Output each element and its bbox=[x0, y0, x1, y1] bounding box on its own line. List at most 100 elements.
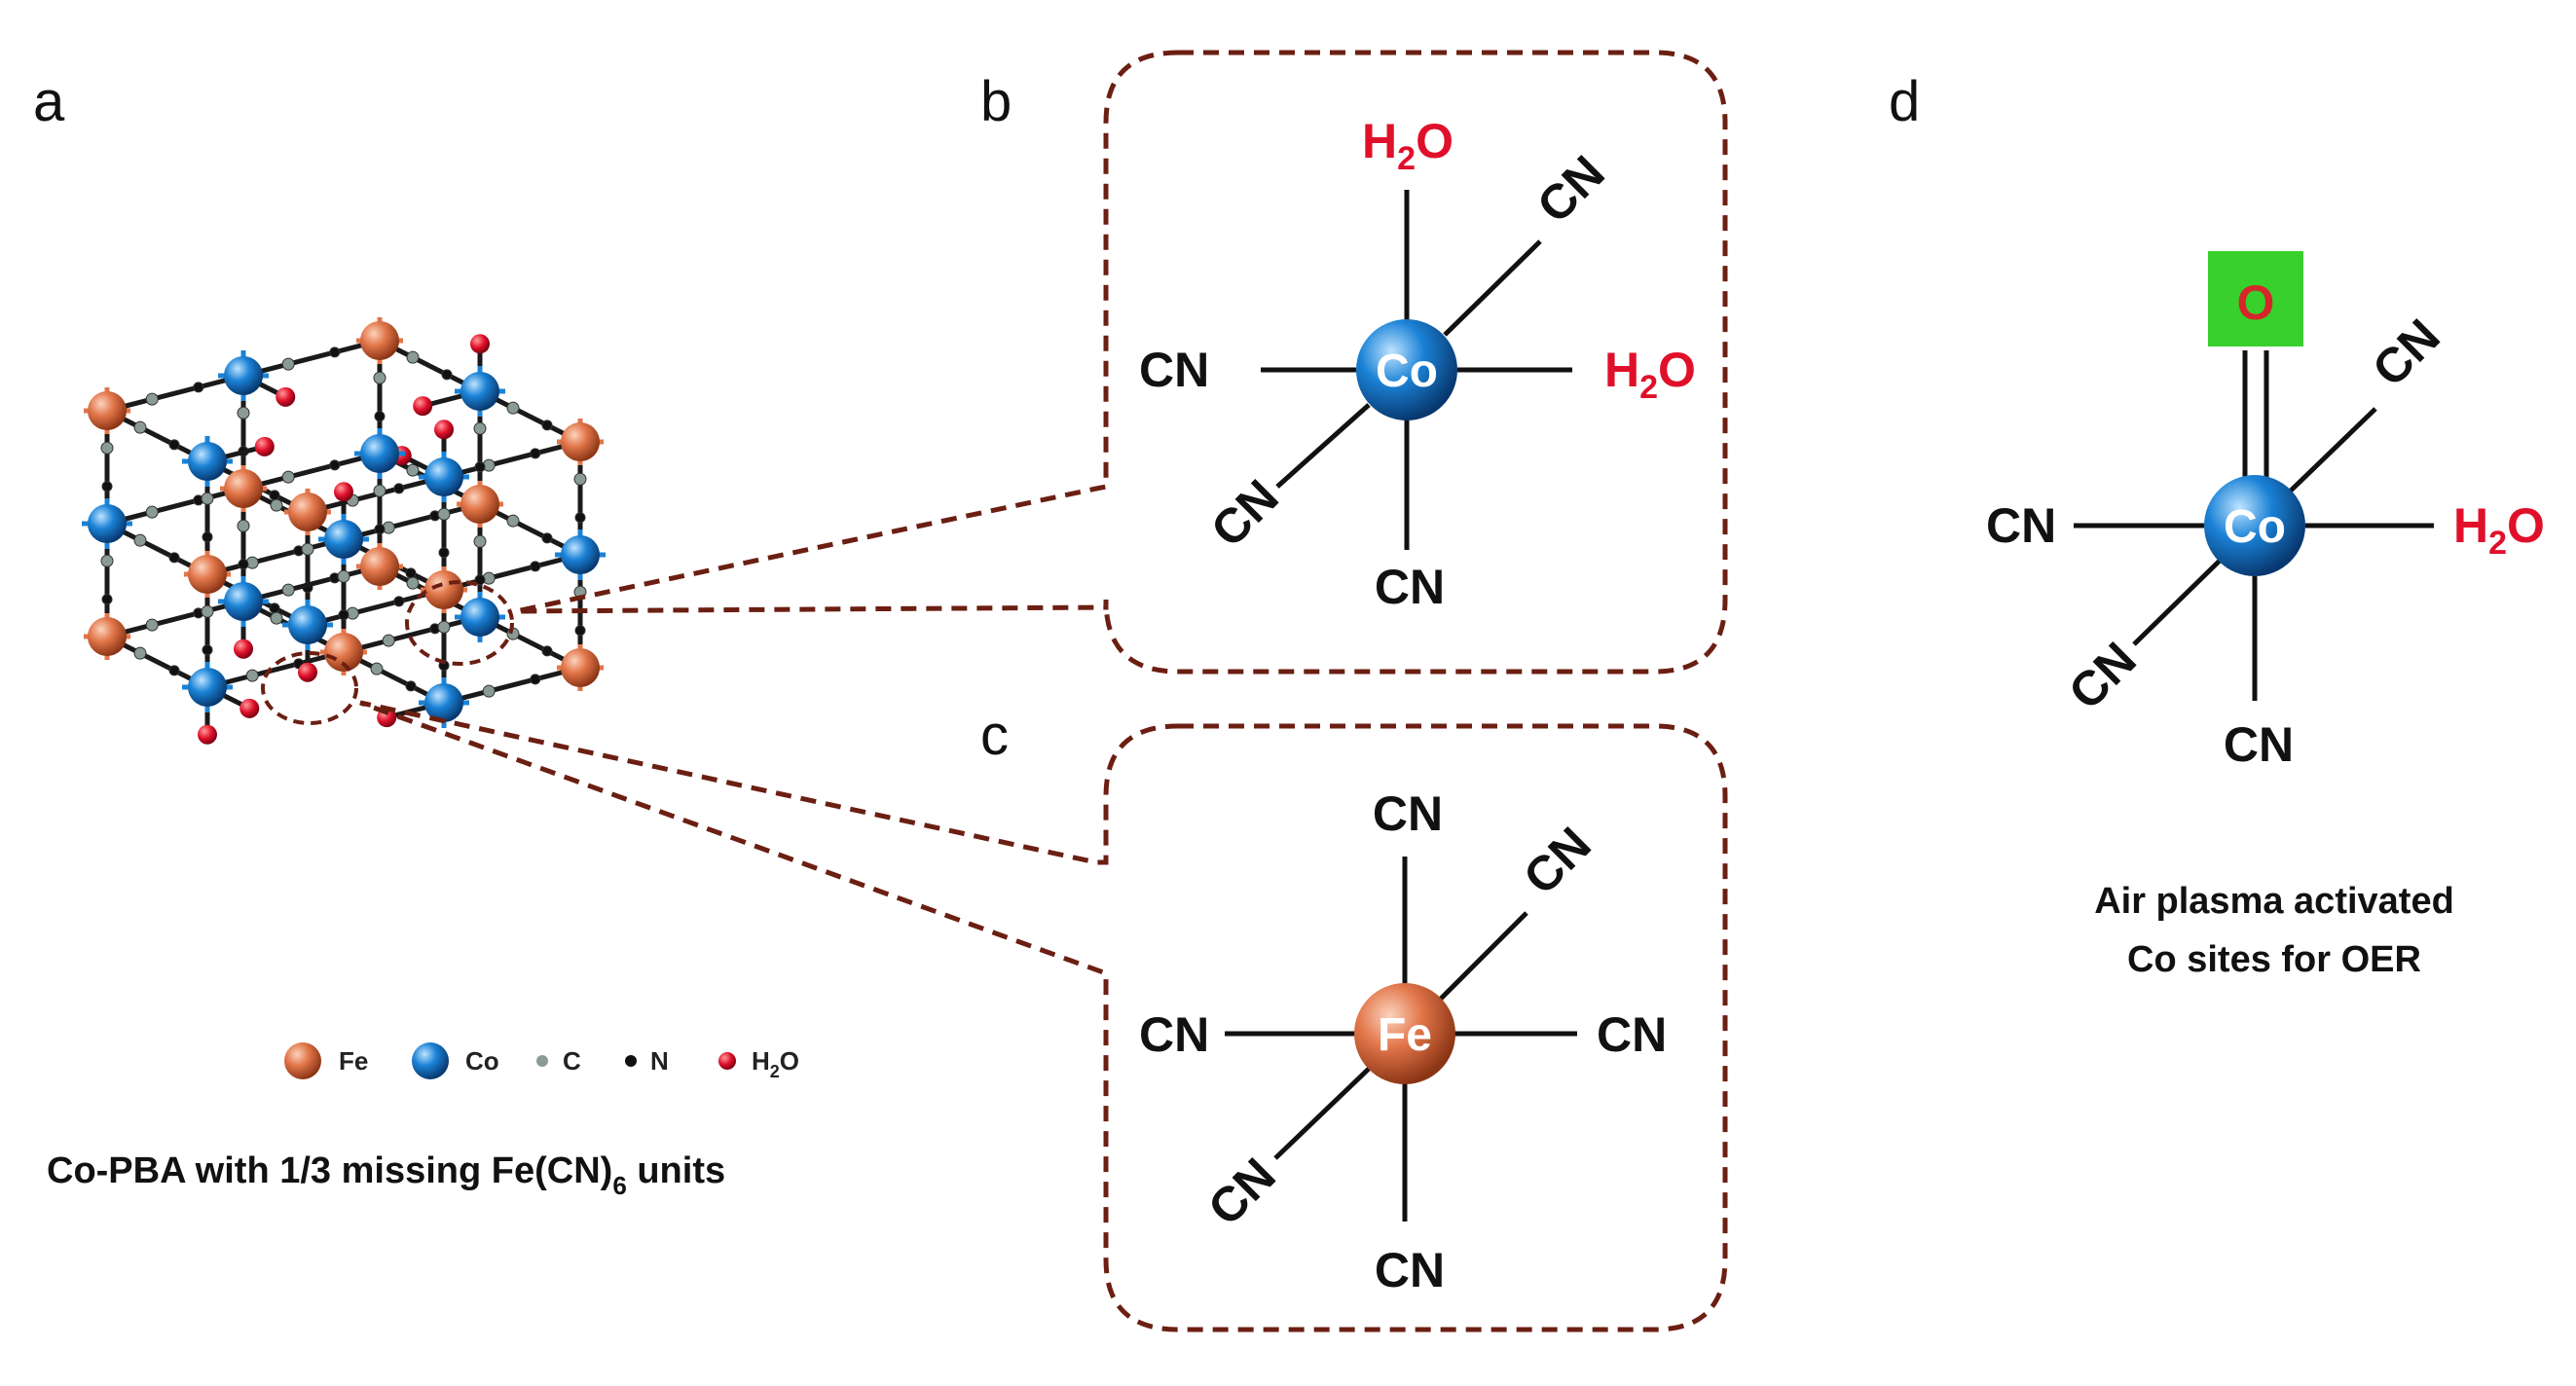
fe-atom bbox=[288, 492, 327, 531]
legend-c-marker bbox=[536, 1055, 548, 1067]
co-atom bbox=[460, 598, 499, 637]
water-ligand bbox=[298, 662, 317, 682]
bond-d-upper-right bbox=[2288, 407, 2377, 493]
carbon-atom bbox=[237, 519, 250, 532]
co-atom bbox=[224, 582, 263, 621]
bond-b-upper-right bbox=[1443, 239, 1542, 337]
panel-label-b: b bbox=[980, 70, 1012, 133]
nitrogen-atom bbox=[405, 680, 417, 692]
water-ligand bbox=[334, 482, 353, 502]
cn-bond bbox=[343, 614, 481, 655]
cn-bond bbox=[106, 599, 244, 639]
nitrogen-atom bbox=[574, 625, 586, 637]
nitrogen-atom bbox=[269, 602, 280, 614]
carbon-atom bbox=[406, 463, 420, 477]
ligand-c-bottom-cn: CN bbox=[1375, 1243, 1445, 1297]
nitrogen-atom bbox=[202, 644, 213, 656]
carbon-atom bbox=[373, 484, 386, 497]
fe-atom bbox=[324, 633, 363, 672]
co-atom bbox=[324, 520, 363, 559]
fe-atom bbox=[360, 547, 399, 586]
ligand-b-right-h2o: H2O bbox=[1604, 343, 1696, 406]
caption-d-line2: Co sites for OER bbox=[2127, 939, 2421, 980]
water-ligand bbox=[239, 698, 260, 718]
carbon-atom bbox=[382, 634, 395, 647]
nitrogen-atom bbox=[541, 645, 553, 657]
cn-bond bbox=[206, 536, 345, 577]
panel-label-a: a bbox=[33, 70, 65, 133]
panel-label-d: d bbox=[1889, 70, 1920, 133]
nitrogen-atom bbox=[541, 419, 553, 431]
carbon-atom bbox=[506, 514, 520, 528]
co-atom bbox=[561, 535, 600, 574]
callout-box-b bbox=[515, 50, 1728, 675]
carbon-atom bbox=[133, 646, 147, 660]
co-atom bbox=[424, 683, 463, 722]
caption-d-line1: Air plasma activated bbox=[2094, 881, 2454, 922]
nitrogen-atom bbox=[202, 531, 213, 543]
bond-c-upper-right bbox=[1439, 911, 1528, 1001]
legend-n-label: N bbox=[650, 1046, 669, 1076]
cn-bond bbox=[242, 338, 381, 379]
co-atom bbox=[424, 457, 463, 496]
ligand-b-top-h2o: H2O bbox=[1362, 114, 1454, 177]
nitrogen-atom bbox=[393, 596, 405, 607]
carbon-atom bbox=[100, 441, 114, 455]
water-ligand bbox=[434, 419, 454, 440]
water-ligand bbox=[276, 386, 296, 407]
nitrogen-atom bbox=[101, 481, 113, 492]
ligand-c-right-cn: CN bbox=[1597, 1007, 1667, 1062]
co-atom-d bbox=[2204, 475, 2305, 576]
co-complex-b: Co H2O H2O CN CN CN CN bbox=[1139, 114, 1696, 614]
carbon-atom bbox=[373, 371, 386, 384]
fe-complex-c: Fe CN CN CN CN CN CN bbox=[1139, 786, 1667, 1297]
bond-b-lower-left bbox=[1275, 403, 1371, 489]
ligand-d-right-h2o: H2O bbox=[2453, 498, 2545, 562]
carbon-atom bbox=[370, 662, 384, 675]
ligand-b-left-cn: CN bbox=[1139, 343, 1209, 397]
legend-h2o-marker bbox=[718, 1052, 736, 1070]
fe-atom-c bbox=[1354, 983, 1455, 1084]
carbon-atom bbox=[201, 604, 214, 618]
carbon-atom bbox=[145, 618, 159, 632]
fe-atom bbox=[88, 617, 127, 656]
cn-bond bbox=[443, 552, 581, 593]
ligand-b-upper-right-cn: CN bbox=[1527, 145, 1615, 234]
cn-bond bbox=[443, 439, 581, 480]
legend-n-marker bbox=[625, 1055, 637, 1067]
nitrogen-atom bbox=[474, 461, 486, 473]
nitrogen-atom bbox=[374, 524, 386, 535]
nitrogen-atom bbox=[374, 411, 386, 422]
water-ligand bbox=[254, 436, 275, 456]
carbon-atom bbox=[270, 498, 283, 512]
nitrogen-atom bbox=[338, 609, 350, 621]
legend-co-label: Co bbox=[465, 1046, 499, 1076]
carbon-atom bbox=[473, 534, 487, 548]
carbon-atom bbox=[245, 669, 259, 682]
water-ligand bbox=[413, 396, 433, 417]
nitrogen-atom bbox=[168, 552, 180, 564]
ligand-c-lower-left-cn: CN bbox=[1197, 1148, 1286, 1236]
fe-atom bbox=[460, 485, 499, 524]
co-atom bbox=[88, 504, 127, 543]
carbon-atom bbox=[473, 421, 487, 435]
nitrogen-atom bbox=[530, 561, 541, 572]
nitrogen-atom bbox=[474, 574, 486, 586]
nitrogen-atom bbox=[269, 490, 280, 501]
ligand-d-left-cn: CN bbox=[1986, 498, 2056, 553]
nitrogen-atom bbox=[168, 439, 180, 451]
nitrogen-atom bbox=[574, 512, 586, 524]
fe-atom bbox=[88, 391, 127, 430]
ligand-d-bottom-cn: CN bbox=[2224, 717, 2294, 772]
carbon-atom bbox=[237, 406, 250, 419]
highlight-co-site bbox=[405, 580, 514, 666]
co-atom bbox=[224, 356, 263, 395]
nitrogen-atom bbox=[329, 459, 341, 471]
oxo-highlight bbox=[2208, 251, 2303, 346]
cn-bond bbox=[242, 564, 381, 604]
legend: Fe Co C N H2O bbox=[284, 1042, 799, 1081]
co-atom bbox=[188, 442, 227, 481]
co-label-d: Co bbox=[2224, 501, 2286, 553]
nitrogen-atom bbox=[405, 567, 417, 579]
